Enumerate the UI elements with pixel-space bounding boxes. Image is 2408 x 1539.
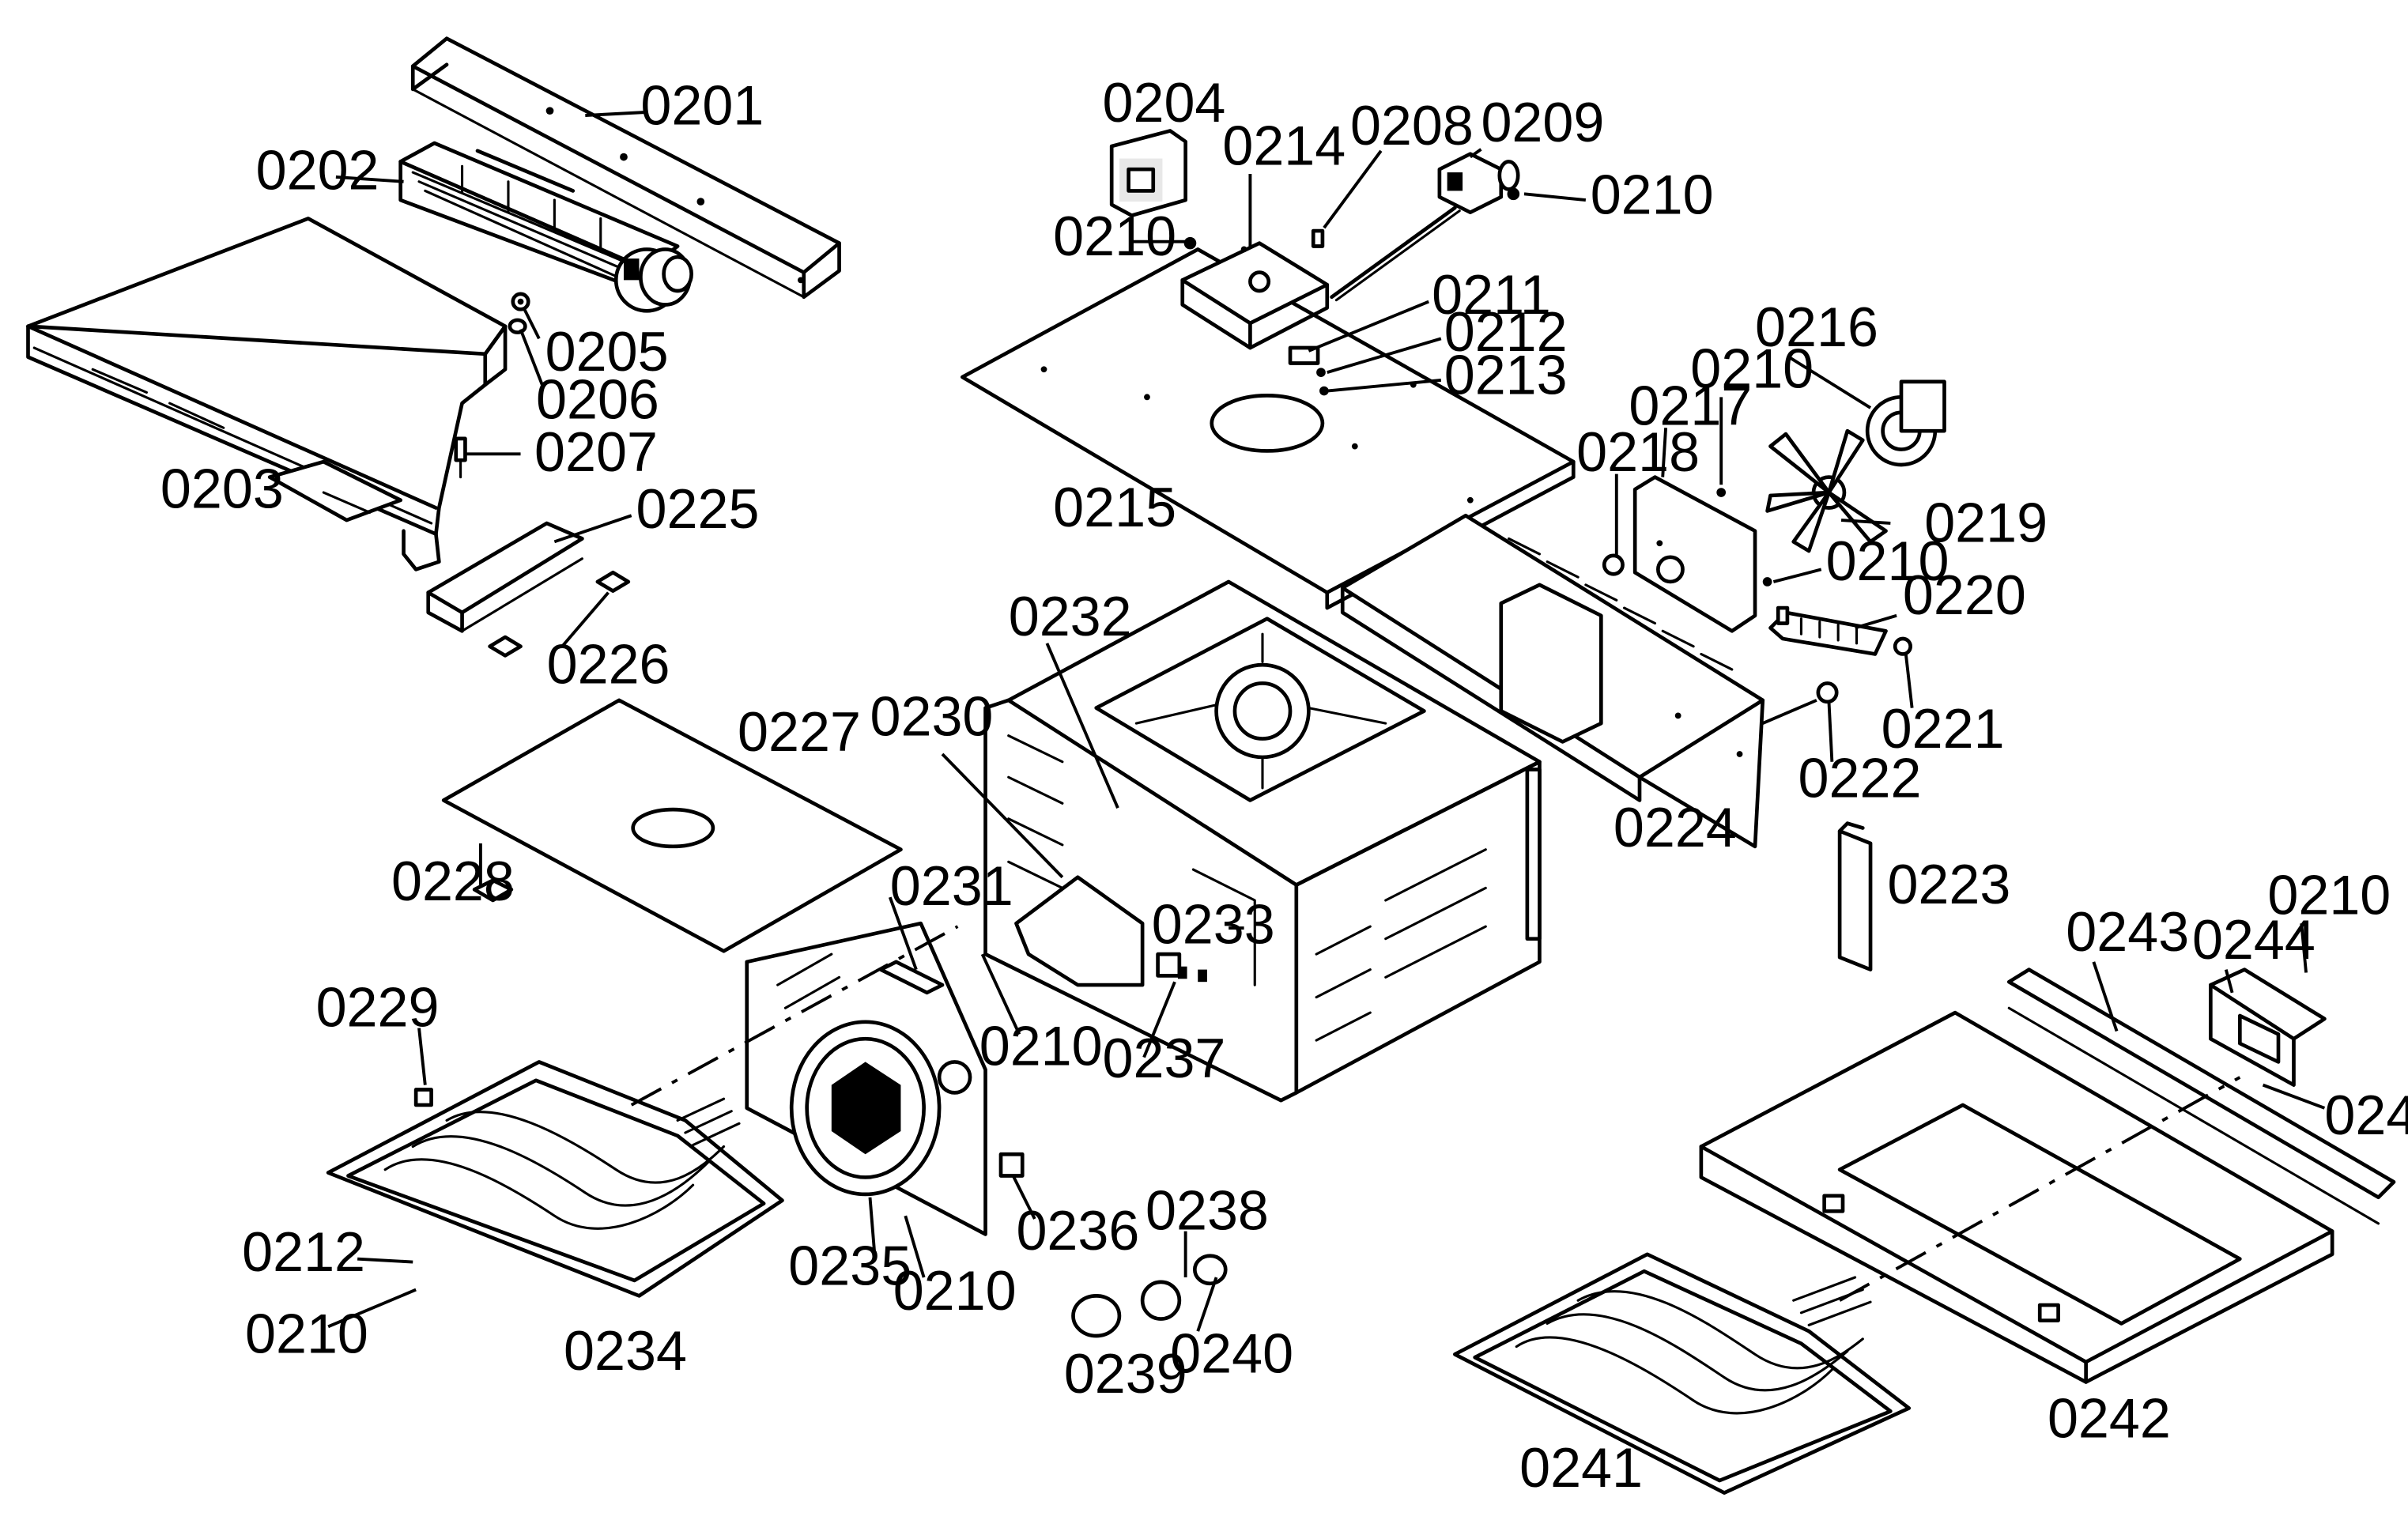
label-0241: 0241 — [1519, 1437, 1643, 1499]
label-0217: 0217 — [1629, 375, 1752, 436]
label-0210-top-right: 0210 — [1591, 164, 1714, 226]
label-0229: 0229 — [316, 977, 440, 1039]
part-0241-upper-heating-element — [1453, 1252, 1912, 1495]
label-0212-lower: 0212 — [242, 1221, 365, 1283]
label-0231: 0231 — [890, 855, 1013, 917]
part-0231-bracket — [878, 960, 945, 995]
label-0224: 0224 — [1614, 797, 1737, 858]
part-0209-thermostat — [1330, 152, 1520, 302]
label-0214: 0214 — [1222, 115, 1346, 176]
part-0214-control-box — [1180, 241, 1330, 350]
label-0244: 0244 — [2192, 909, 2316, 971]
label-0227: 0227 — [738, 701, 861, 763]
label-0228: 0228 — [391, 851, 515, 912]
label-0236: 0236 — [1016, 1200, 1139, 1262]
label-0210-rear: 0210 — [1826, 530, 1949, 592]
part-0216-fan-motor — [1865, 379, 1946, 467]
label-0220: 0220 — [1903, 564, 2026, 626]
label-0215: 0215 — [1053, 477, 1176, 538]
part-0203-air-duct — [26, 217, 508, 571]
label-0212-upper: 0212 — [1444, 301, 1568, 363]
part-0217-motor-bracket — [1632, 475, 1757, 633]
label-0210-panel: 0210 — [893, 1260, 1017, 1322]
part-0234-lower-heating-element — [326, 1060, 784, 1298]
label-0245: 0245 — [2324, 1084, 2408, 1146]
part-0227-oven-floor — [441, 698, 903, 953]
parts-0236-0237-0238-0239-0240 — [998, 952, 1228, 1338]
label-0238: 0238 — [1145, 1180, 1269, 1242]
label-0226: 0226 — [547, 633, 670, 695]
part-0228-clip — [472, 878, 514, 903]
part-labels: 0201 0202 0205 0206 0207 0203 0225 0226 … — [160, 72, 2408, 1499]
label-0243: 0243 — [2066, 901, 2189, 963]
label-0237: 0237 — [1102, 1028, 1225, 1089]
parts-0208-0211-0212-0213-small — [1183, 187, 1520, 396]
label-0207: 0207 — [534, 421, 658, 483]
label-0216: 0216 — [1755, 296, 1878, 358]
alignment-line-lower-element — [1839, 1076, 2241, 1302]
label-0213: 0213 — [1444, 344, 1568, 405]
label-0219: 0219 — [1924, 492, 2048, 553]
label-0210-top-left: 0210 — [1053, 206, 1176, 267]
label-0232: 0232 — [1009, 586, 1132, 647]
label-0225: 0225 — [636, 478, 760, 540]
label-0205: 0205 — [545, 321, 669, 383]
label-0211: 0211 — [1432, 264, 1551, 326]
part-0226-clips — [488, 570, 631, 658]
label-0209: 0209 — [1481, 92, 1604, 153]
label-0210-motor: 0210 — [1690, 338, 1814, 400]
part-0202-tangential-fan — [398, 141, 693, 313]
part-0235-rear-fan-panel — [745, 921, 987, 1236]
label-0208: 0208 — [1350, 95, 1474, 157]
part-0242-bottom-tray — [1699, 1010, 2334, 1384]
label-0240: 0240 — [1170, 1323, 1293, 1385]
label-0221: 0221 — [1881, 698, 2005, 760]
label-0210-cavity: 0210 — [979, 1015, 1103, 1077]
part-0204-transformer — [1109, 129, 1187, 217]
label-0201: 0201 — [640, 75, 764, 137]
part-0224-rear-panel — [1340, 513, 1765, 849]
label-0223: 0223 — [1887, 854, 2010, 915]
label-0210-lower-left: 0210 — [245, 1303, 368, 1364]
part-0220-terminal-block — [1768, 605, 1888, 656]
label-0242: 0242 — [2048, 1387, 2171, 1449]
label-0233: 0233 — [1152, 894, 1275, 956]
label-0222: 0222 — [1798, 748, 1922, 809]
label-0202: 0202 — [256, 139, 379, 201]
part-0223-hinge-bracket — [1837, 821, 1873, 971]
label-0204: 0204 — [1102, 72, 1225, 134]
leader-lines — [327, 111, 2326, 1332]
parts-0218-0221-0222-small — [1602, 488, 1913, 704]
label-0234: 0234 — [564, 1320, 687, 1382]
part-0225-bracket — [426, 521, 584, 633]
label-0206: 0206 — [536, 369, 659, 431]
label-0203: 0203 — [160, 458, 284, 520]
label-0239: 0239 — [1064, 1343, 1187, 1405]
part-0201-cover-channel — [410, 36, 841, 300]
label-0230: 0230 — [870, 686, 994, 748]
parts-0205-0206-0207-fasteners — [454, 292, 530, 479]
part-0243-rail — [2006, 968, 2396, 1225]
part-0219-fan-blade — [1765, 428, 1888, 553]
label-0235: 0235 — [788, 1235, 911, 1297]
alignment-line-rear-element — [630, 925, 959, 1107]
part-0244-bracket — [2209, 968, 2327, 1087]
oven-cavity — [983, 579, 1542, 1103]
label-0210-bracket: 0210 — [2267, 865, 2391, 926]
label-0218: 0218 — [1576, 421, 1700, 483]
